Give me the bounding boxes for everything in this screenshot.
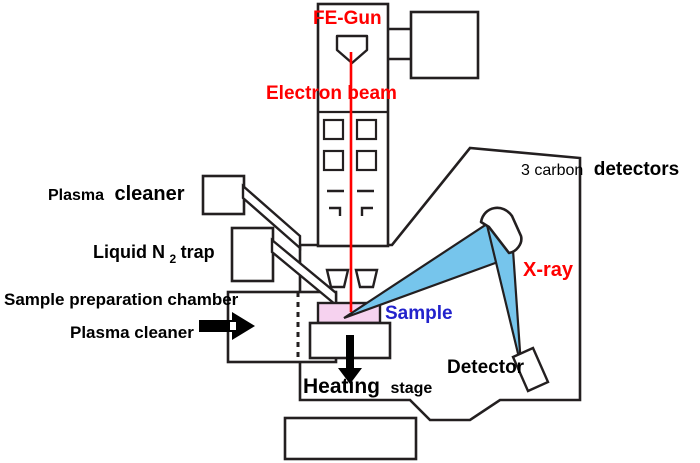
label-liquid-n2-trap-post: trap xyxy=(181,242,215,262)
base-pump-box xyxy=(283,416,418,461)
plasma-cleaner-arrow xyxy=(199,312,255,340)
aperture-bracket-left xyxy=(329,206,342,216)
label-heating-stage-small: stage xyxy=(390,380,432,397)
label-carbon-detectors: 3 carbon detectors xyxy=(521,159,679,180)
eds-detector-body xyxy=(511,346,550,393)
label-carbon-detectors-light: 3 carbon xyxy=(521,162,583,179)
plasma-cleaner-arrow-notch xyxy=(230,322,236,330)
label-sample-preparation-chamber: Sample preparation chamber xyxy=(4,290,239,309)
label-plasma-cleaner-top-light: Plasma xyxy=(48,187,104,204)
liquid-n2-trap-box xyxy=(230,226,275,283)
lens-square-upper-left xyxy=(322,118,345,141)
lens-square-lower-right xyxy=(355,149,378,172)
lens-square-lower-left xyxy=(322,149,345,172)
eds-detector-head xyxy=(479,206,523,255)
label-detector: Detector xyxy=(447,357,525,378)
label-heating-stage-bold: Heating xyxy=(303,375,380,398)
label-liquid-n2-trap: Liquid N 2 trap xyxy=(93,242,215,267)
gun-side-module xyxy=(409,10,480,80)
label-sample: Sample xyxy=(385,303,453,324)
label-plasma-cleaner-top: Plasma cleaner xyxy=(48,183,185,205)
label-electron-beam: Electron beam xyxy=(266,83,397,104)
lens-square-upper-right xyxy=(355,118,378,141)
label-fe-gun: FE-Gun xyxy=(313,8,382,29)
transfer-tube-upper xyxy=(241,183,302,251)
label-liquid-n2-trap-sub: 2 xyxy=(169,252,176,266)
pole-piece-right xyxy=(354,268,379,289)
heating-arrow xyxy=(338,335,362,384)
label-plasma-cleaner-top-bold: cleaner xyxy=(115,183,185,205)
label-plasma-cleaner-bottom: Plasma cleaner xyxy=(70,323,194,342)
pole-piece-left xyxy=(325,268,350,289)
label-xray: X-ray xyxy=(523,259,574,281)
label-liquid-n2-trap-pre: Liquid N xyxy=(93,242,165,262)
plasma-cleaner-box xyxy=(201,174,246,216)
label-heating-stage: Heating stage xyxy=(303,375,432,398)
gun-tip xyxy=(335,34,369,65)
label-carbon-detectors-bold: detectors xyxy=(594,159,680,180)
aperture-bracket-right xyxy=(360,206,373,216)
